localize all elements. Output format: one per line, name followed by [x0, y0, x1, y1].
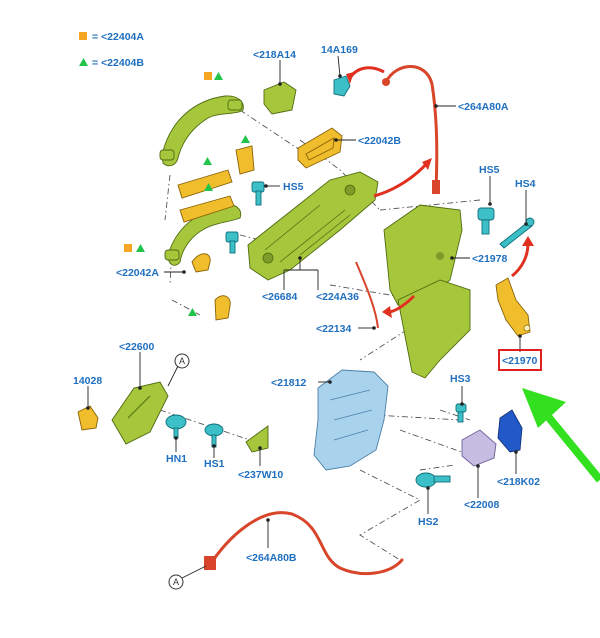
- part-21970: [495, 277, 531, 337]
- label-22008: <22008: [464, 499, 499, 511]
- fastener-hn1: [165, 414, 187, 439]
- lock-assembly-21812: [313, 369, 389, 471]
- label-21978: <21978: [472, 253, 507, 265]
- legend-square-icon: [79, 32, 87, 40]
- screw-hs2: [415, 472, 451, 488]
- yellow-trim-parts: [177, 135, 255, 321]
- outside-handle-upper: [159, 72, 244, 167]
- label-hs1: HS1: [204, 458, 225, 470]
- red-arrow-middle: [373, 161, 430, 198]
- screw-hs4: [499, 217, 535, 249]
- legend-triangle-marker-1: [214, 72, 223, 80]
- screw-hs3: [455, 403, 467, 423]
- label-14A169: 14A169: [321, 44, 358, 56]
- callout-a-top: A: [174, 353, 190, 369]
- red-arrow-top: [348, 66, 385, 79]
- legend-triangle-label: = <22404B: [92, 57, 144, 69]
- label-26684: <26684: [262, 291, 297, 303]
- plate-218K02: [497, 409, 523, 453]
- label-hs4: HS4: [515, 178, 536, 190]
- label-hs5-right: HS5: [479, 164, 500, 176]
- clip-14A169: [333, 75, 351, 97]
- svg-text:A: A: [179, 356, 185, 366]
- legend-triangle-icon: [79, 58, 88, 66]
- label-21812: <21812: [271, 377, 306, 389]
- screw-hs1: [204, 423, 224, 448]
- triangle-marker-d: [188, 308, 197, 316]
- highlight-21970: <21970: [498, 349, 542, 371]
- label-21970: <21970: [502, 355, 537, 367]
- triangle-marker-b: [241, 135, 250, 143]
- cable-264A80B: [206, 511, 404, 575]
- label-14028: 14028: [73, 375, 102, 387]
- part-237W10: [245, 425, 269, 453]
- label-22134: <22134: [316, 323, 351, 335]
- label-264A80B: <264A80B: [246, 552, 297, 564]
- label-hs3: HS3: [450, 373, 471, 385]
- label-264A80A: <264A80A: [458, 101, 509, 113]
- screw-teal-mid: [225, 231, 239, 254]
- label-22042A: <22042A: [116, 267, 159, 279]
- label-237W10: <237W10: [238, 469, 283, 481]
- legend-square-label: = <22404A: [92, 31, 144, 43]
- legend-triangle-marker-2: [136, 244, 145, 252]
- housing-21978: [383, 204, 471, 379]
- legend: = <22404A = <22404B: [79, 31, 144, 69]
- cable-264A80A: [384, 65, 439, 192]
- label-218K02: <218K02: [497, 476, 540, 488]
- label-224A36: <224A36: [316, 291, 359, 303]
- svg-text:A: A: [173, 577, 179, 587]
- cap-218A14: [263, 81, 297, 115]
- screw-hs5-left: [251, 181, 265, 206]
- highlight-box: [498, 349, 542, 371]
- bezel-22600: [111, 381, 169, 445]
- label-218A14: <218A14: [253, 49, 296, 61]
- label-22042B: <22042B: [358, 135, 401, 147]
- bracket-22008: [461, 429, 497, 467]
- triangle-marker-c: [204, 183, 213, 191]
- legend-square-marker-1: [204, 72, 212, 80]
- green-pointer-arrow: [522, 388, 600, 483]
- assembly-lines: [159, 109, 481, 561]
- label-hs2: HS2: [418, 516, 439, 528]
- screw-hs5-right: [477, 207, 495, 235]
- seal-22042B: [297, 127, 343, 169]
- part-labels: <218A14 14A169 <264A80A <22042B HS5 HS5 …: [73, 44, 540, 564]
- triangle-marker-a: [203, 157, 212, 165]
- handle-bracket-26684: [247, 171, 379, 281]
- callout-a-bottom: A: [168, 574, 184, 590]
- label-22600: <22600: [119, 341, 154, 353]
- label-hn1: HN1: [166, 453, 187, 465]
- label-hs5-left: HS5: [283, 181, 304, 193]
- legend-square-marker-2: [124, 244, 132, 252]
- red-arrow-right: [511, 243, 530, 278]
- rod-22134: [355, 261, 379, 329]
